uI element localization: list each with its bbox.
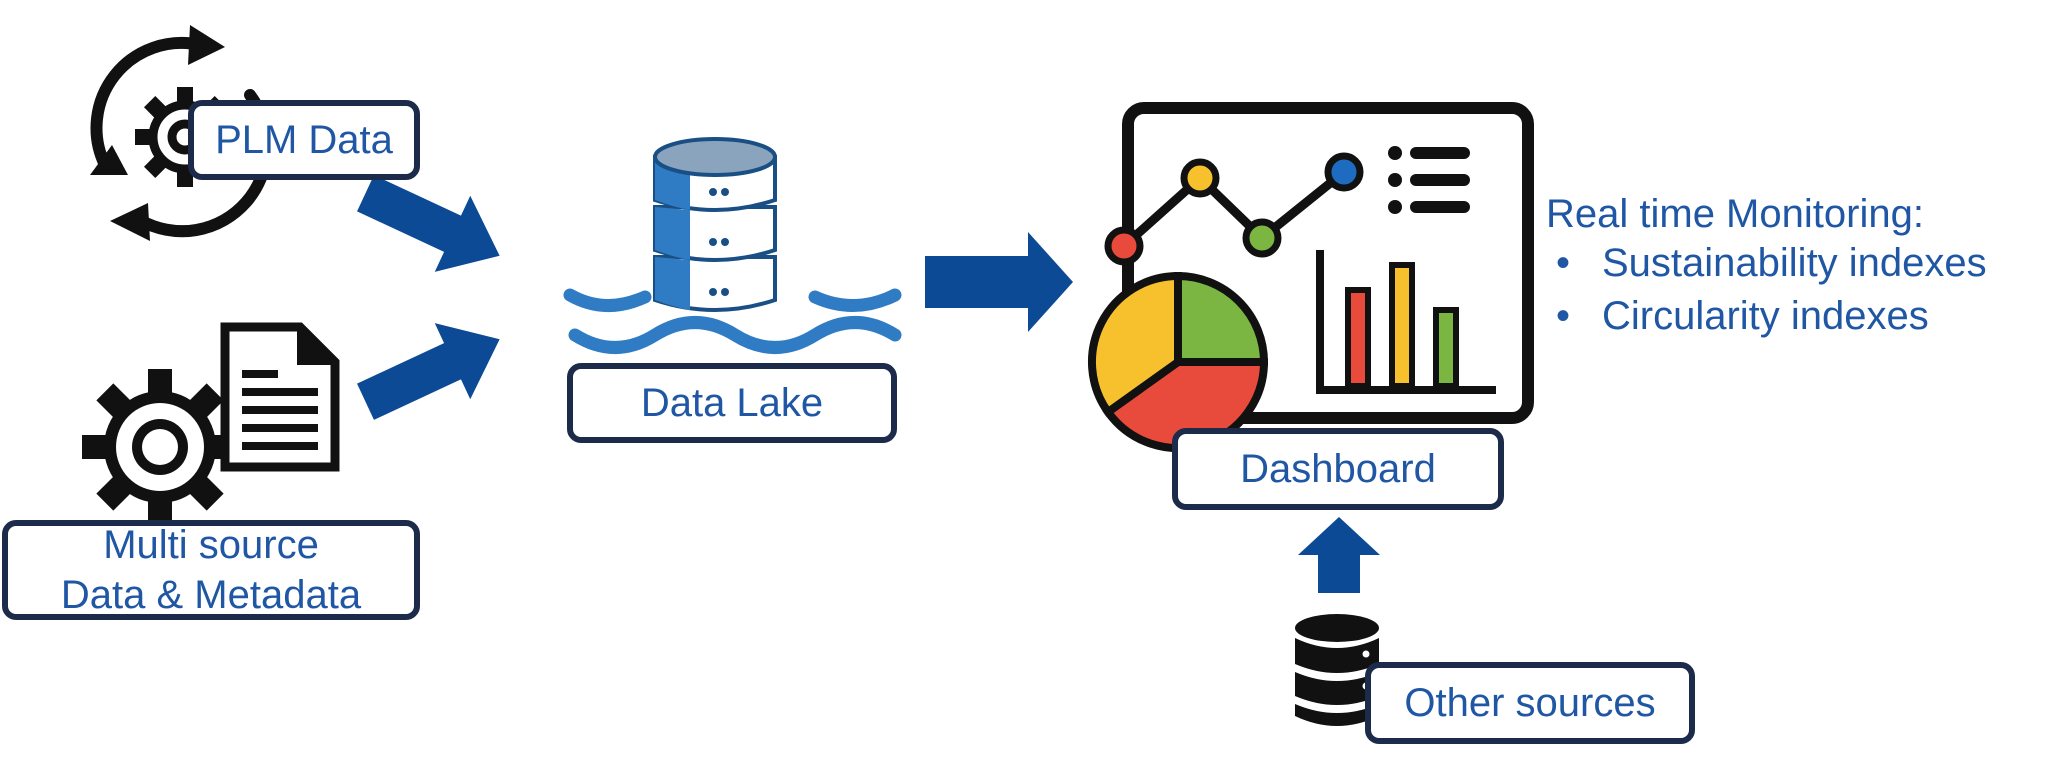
dashboard-chart-icon	[1087, 102, 1534, 453]
monitoring-item-circularity: • Circularity indexes	[1546, 294, 1987, 339]
arrow-lake-to-dashboard	[925, 232, 1073, 332]
other-sources-label: Other sources	[1365, 662, 1695, 744]
data-lake-label: Data Lake	[567, 363, 897, 443]
plm-data-label: PLM Data	[188, 100, 420, 180]
gear-document-icon	[82, 322, 340, 525]
database-water-icon	[563, 137, 902, 354]
multi-source-line1: Multi source	[103, 523, 319, 567]
plm-data-text: PLM Data	[215, 118, 393, 162]
monitoring-item-text: Sustainability indexes	[1602, 241, 1987, 285]
dashboard-text: Dashboard	[1240, 447, 1436, 491]
bullet-marker: •	[1556, 294, 1571, 338]
data-lake-text: Data Lake	[640, 381, 824, 425]
monitoring-item-text: Circularity indexes	[1602, 294, 1929, 338]
monitoring-title: Real time Monitoring:	[1546, 192, 1924, 236]
monitoring-block: Real time Monitoring: • Sustainability i…	[1546, 192, 1987, 339]
bullet-marker: •	[1556, 241, 1571, 285]
other-sources-text: Other sources	[1404, 681, 1656, 725]
multi-source-label: Multi source Data & Metadata	[2, 520, 420, 620]
arrow-plm-to-lake	[357, 175, 500, 272]
monitoring-item-sustainability: • Sustainability indexes	[1546, 241, 1987, 286]
arrow-other-to-dashboard	[1298, 517, 1380, 593]
multi-source-line2: Data & Metadata	[60, 573, 362, 617]
arrow-multi-to-lake	[357, 323, 500, 420]
database-icon	[1295, 614, 1379, 726]
dashboard-label: Dashboard	[1172, 428, 1504, 510]
